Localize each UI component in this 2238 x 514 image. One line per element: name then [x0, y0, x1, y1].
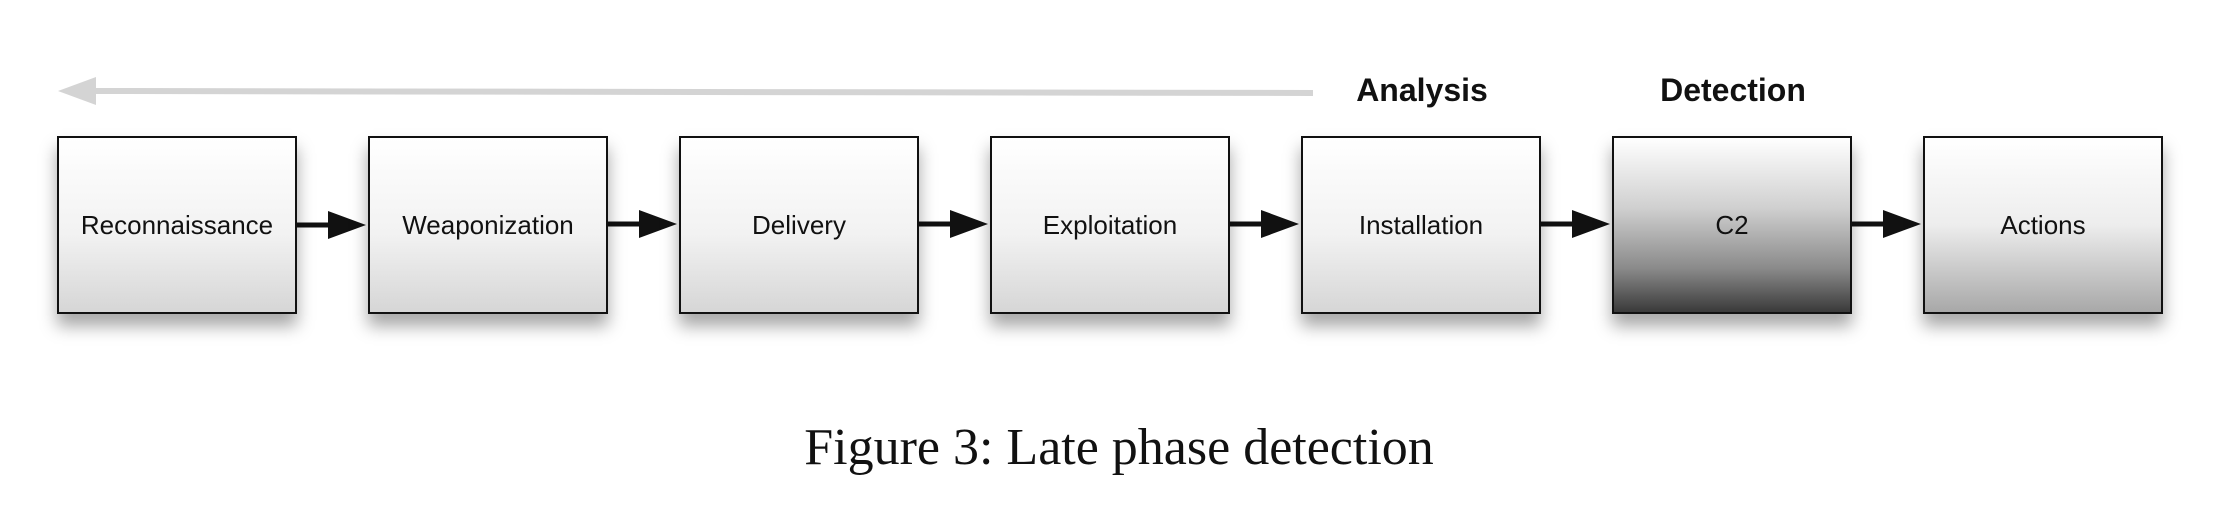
stage-label: Weaponization: [402, 209, 574, 240]
arrow-3: [919, 210, 988, 238]
stage-reconnaissance: Reconnaissance: [57, 136, 297, 314]
back-arrow-head: [58, 77, 96, 105]
phase-label-analysis: Analysis: [1356, 72, 1488, 108]
stage-label: C2: [1715, 209, 1749, 240]
arrow-6: [1852, 210, 1921, 238]
arrow-1: [297, 211, 366, 239]
stage-label: Installation: [1358, 209, 1484, 240]
stage-label: Actions: [2000, 209, 2086, 240]
stage-c2: C2: [1612, 136, 1852, 314]
stage-label: Exploitation: [1042, 209, 1178, 240]
figure-caption: Figure 3: Late phase detection: [804, 419, 1434, 476]
stage-installation: Installation: [1301, 136, 1541, 314]
back-arrow-line: [89, 88, 1314, 96]
arrow-5: [1541, 210, 1610, 238]
stage-weaponization: Weaponization: [368, 136, 608, 314]
stage-actions: Actions: [1923, 136, 2163, 314]
stage-label: Delivery: [752, 209, 846, 240]
arrow-4: [1230, 210, 1299, 238]
phase-label-detection: Detection: [1660, 72, 1806, 108]
stage-delivery: Delivery: [679, 136, 919, 314]
stage-label: Reconnaissance: [80, 209, 274, 240]
arrow-2: [608, 210, 677, 238]
stage-exploitation: Exploitation: [990, 136, 1230, 314]
